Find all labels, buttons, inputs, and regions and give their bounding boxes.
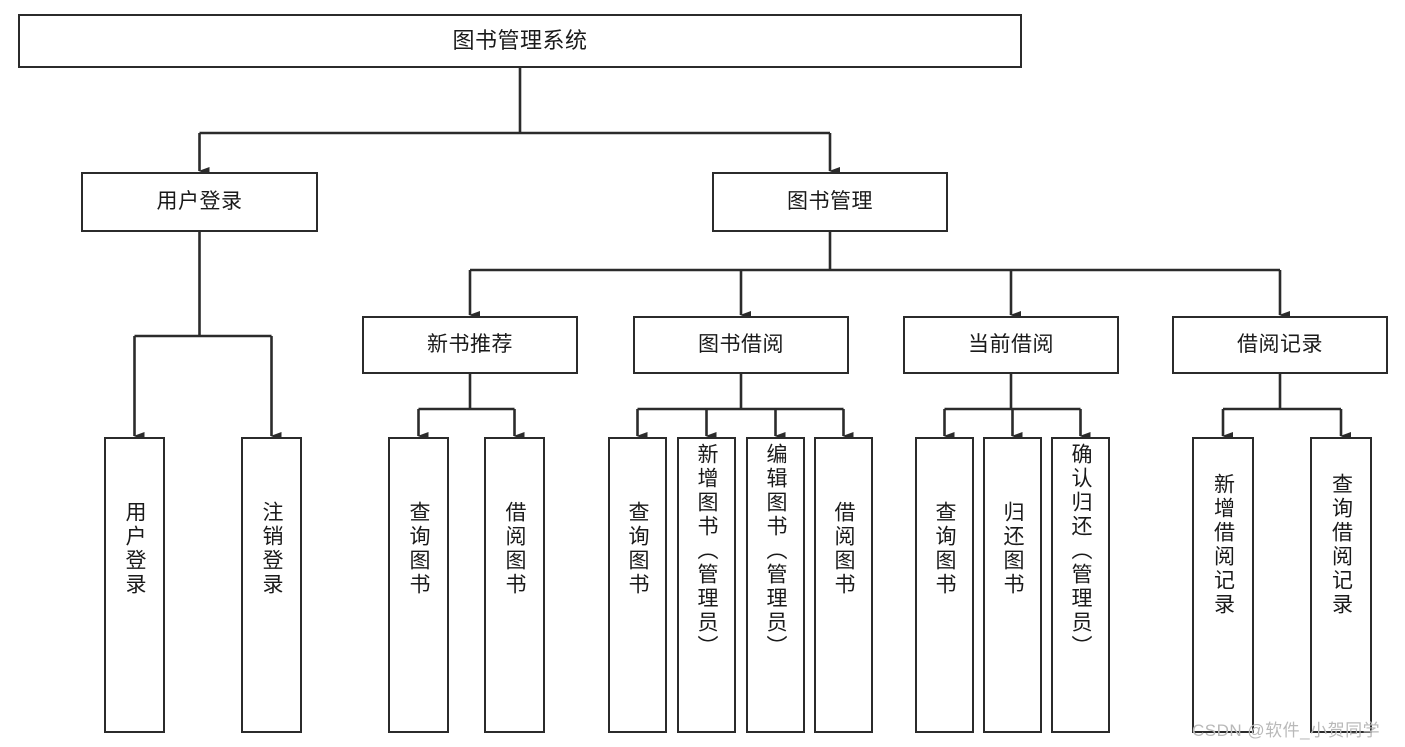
node-label: 图书管理系统 [452, 28, 588, 54]
node-leaf-5[interactable]: 查询图书 [608, 437, 667, 733]
node-leaf-13[interactable]: 查询借阅记录 [1310, 437, 1372, 733]
node-label: 归还图书 [1001, 501, 1024, 597]
node-leaf-10[interactable]: 归还图书 [983, 437, 1042, 733]
node-root[interactable]: 图书管理系统 [18, 14, 1022, 68]
node-current[interactable]: 当前借阅 [903, 316, 1119, 374]
node-label: 图书借阅 [698, 332, 784, 356]
node-leaf-4[interactable]: 借阅图书 [484, 437, 545, 733]
node-label: 借阅记录 [1237, 332, 1323, 356]
node-label: 借阅图书 [832, 501, 855, 597]
node-label: 编辑图书（管理员） [764, 443, 787, 659]
node-label: 当前借阅 [968, 332, 1054, 356]
node-label: 查询图书 [407, 501, 430, 597]
node-label: 新书推荐 [427, 332, 513, 356]
node-label: 用户登录 [156, 189, 243, 213]
node-label: 图书管理 [787, 189, 873, 213]
node-login[interactable]: 用户登录 [81, 172, 318, 232]
node-bookmgmt[interactable]: 图书管理 [712, 172, 948, 232]
node-label: 新增图书（管理员） [695, 443, 718, 659]
node-leaf-12[interactable]: 新增借阅记录 [1192, 437, 1254, 733]
node-label: 借阅图书 [503, 501, 526, 597]
node-label: 查询借阅记录 [1329, 473, 1353, 617]
node-label: 用户登录 [123, 501, 146, 597]
node-label: 新增借阅记录 [1211, 473, 1235, 617]
node-leaf-2[interactable]: 注销登录 [241, 437, 302, 733]
node-newbook[interactable]: 新书推荐 [362, 316, 578, 374]
node-leaf-3[interactable]: 查询图书 [388, 437, 449, 733]
node-leaf-7[interactable]: 编辑图书（管理员） [746, 437, 805, 733]
node-leaf-9[interactable]: 查询图书 [915, 437, 974, 733]
node-leaf-6[interactable]: 新增图书（管理员） [677, 437, 736, 733]
node-records[interactable]: 借阅记录 [1172, 316, 1388, 374]
node-leaf-1[interactable]: 用户登录 [104, 437, 165, 733]
watermark-label: CSDN @软件_小贺同学 [1192, 721, 1381, 740]
node-leaf-8[interactable]: 借阅图书 [814, 437, 873, 733]
node-label: 查询图书 [933, 501, 956, 597]
node-borrow[interactable]: 图书借阅 [633, 316, 849, 374]
node-leaf-11[interactable]: 确认归还（管理员） [1051, 437, 1110, 733]
node-label: 确认归还（管理员） [1069, 443, 1092, 659]
node-label: 查询图书 [626, 501, 649, 597]
node-label: 注销登录 [260, 501, 283, 597]
